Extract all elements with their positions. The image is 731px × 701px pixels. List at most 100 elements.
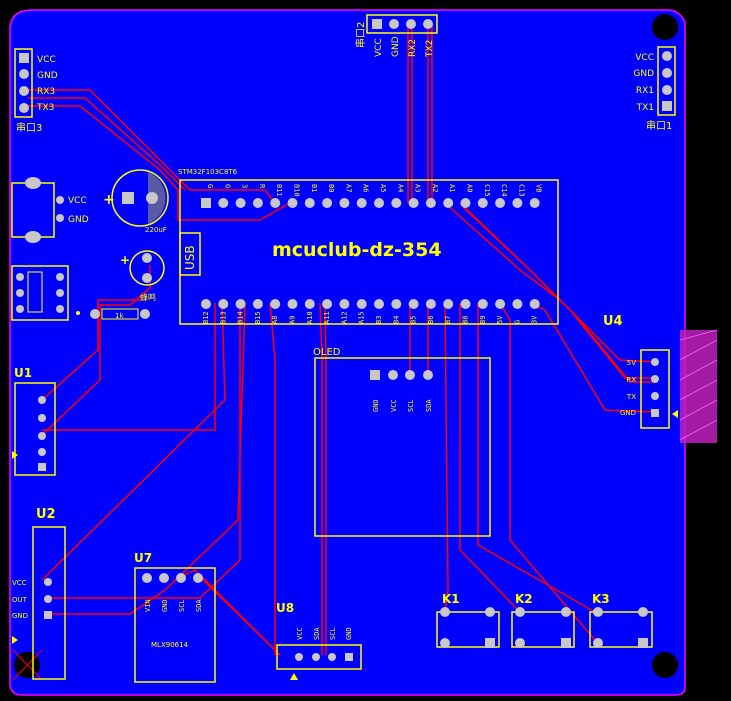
mcu-bottom-pin-label: 5V (496, 315, 504, 324)
mcu-top-pin-label: B0 (327, 184, 335, 192)
svg-text:+: + (103, 192, 115, 208)
mcu-bottom-pin-label: A11 (323, 311, 331, 324)
buzzer: + 蜂鸣 (120, 250, 165, 302)
mcu-top-pin-pad (287, 198, 298, 208)
mcu-bottom-pin-pad (270, 299, 281, 309)
buzzer-label: 蜂鸣 (140, 292, 156, 302)
power-jack: VCC GND (11, 177, 89, 243)
mcu-bottom-pin-pad (374, 299, 384, 309)
u8-pin-3: GND (345, 627, 353, 640)
mcu-bottom-pin-pad (391, 299, 402, 309)
mcu-top-pin-label: C15 (483, 184, 491, 197)
u4-pin-3: GND (620, 409, 636, 417)
uart3-pin-3: TX3 (36, 103, 54, 113)
u8-pin-0: VCC (296, 627, 304, 640)
power-vcc-label: VCC (68, 196, 87, 206)
module-oled: OLED GND VCC SCL SDA (313, 347, 491, 537)
module-u8: U8 VCC SDA SCL GND (276, 601, 362, 680)
u4-ref: U4 (603, 314, 623, 329)
mcu-bottom-pin-pad (252, 299, 263, 309)
board-outline (9, 9, 686, 696)
mcu-top-pin-pad (477, 198, 488, 208)
capacitor-label: 220uF (145, 226, 167, 234)
mcu-bottom-pin-label: B5 (410, 316, 418, 324)
mcu-top-pin-pad (443, 198, 454, 208)
mcu-top-pin-label: G (206, 184, 214, 188)
mcu-top-pin-pad (460, 198, 471, 208)
mcu-bottom-pin-label: B14 (237, 311, 245, 324)
mcu-bottom-pin-pad (339, 299, 350, 309)
mcu-top-pin-label: A4 (396, 184, 404, 192)
uart3-label: 串口3 (16, 122, 42, 134)
key-k2: K2 (511, 592, 575, 648)
oled-pin-0: GND (372, 399, 380, 412)
mcu-top-pin-label: VB (535, 184, 543, 192)
mcu-top-pin-label: 3 (241, 184, 249, 188)
svg-text:+: + (120, 253, 130, 267)
mcu-top-pin-pad (270, 198, 281, 208)
mcu-top-pin-pad (252, 198, 263, 208)
key-k3-label: K3 (592, 592, 610, 606)
mcu-top-pin-pad (425, 198, 436, 208)
u7-pin-0: VIN (144, 599, 152, 612)
key-k1: K1 (436, 592, 500, 648)
key-k3: K3 (589, 592, 653, 648)
mcu-top-pin-label: A2 (431, 184, 439, 192)
u2-ref: U2 (36, 507, 56, 522)
mcu-bottom-pin-label: B4 (392, 316, 400, 324)
u4-connector-housing (680, 330, 717, 443)
mcu-top-pin-pad (356, 198, 367, 208)
mcu-top-pin-label: G (223, 184, 231, 188)
u7-pin-1: GND (161, 599, 169, 612)
mcu-top-pin-pad (339, 198, 350, 208)
uart2-label: 串口2 (355, 22, 367, 48)
u8-pin-2: SCL (329, 627, 337, 640)
mcu-top-pin-label: R (258, 184, 266, 189)
mcu-bottom-pin-pad (495, 299, 506, 309)
key-k1-label: K1 (442, 592, 460, 606)
uart3-pin-0: VCC (37, 55, 56, 65)
mcu-bottom-pin-pad (408, 299, 419, 309)
uart1-pin-2: RX1 (636, 86, 654, 96)
module-u2: U2 VCC OUT GND (12, 507, 66, 680)
mcu-top-pin-pad (391, 198, 402, 208)
header-uart2: VCC GND RX2 TX2 串口2 (355, 14, 438, 58)
mcu-top-pin-pad (235, 198, 246, 208)
u7-name: MLX90614 (151, 641, 189, 649)
mcu-bottom-pin-label: B3 (375, 316, 383, 324)
module-u1: U1 (12, 366, 56, 476)
copper-tracks (28, 25, 657, 656)
u8-ref: U8 (276, 601, 294, 615)
mcu-top-pin-pad (218, 198, 229, 208)
mcu-top-pin-pad (512, 198, 523, 208)
mcu-top-pin-label: A3 (414, 184, 422, 192)
mcu-bottom-pin-pad (322, 299, 333, 309)
u8-pin-1: SDA (313, 627, 321, 640)
mcu-bottom-pin-label: A8 (271, 316, 279, 324)
mcu-bottom-pin-label: A10 (306, 311, 314, 324)
mcu-top-pin-label: B11 (275, 184, 283, 197)
mcu-bottom-pin-pad (460, 299, 471, 309)
module-u7: U7 VIN GND SCL SDA MLX90614 (134, 551, 216, 683)
power-switch (11, 265, 69, 321)
power-gnd-label: GND (68, 215, 89, 225)
mcu-bottom-pin-label: B15 (254, 311, 262, 324)
capacitor-220uf: + 220uF (103, 169, 169, 234)
mcu-bottom-pin-label: G (513, 320, 521, 324)
mcu-bottom-pin-label: A9 (289, 316, 297, 324)
mcu-bottom-pin-pad (201, 299, 211, 309)
u1-ref: U1 (14, 366, 32, 380)
mcu-top-pin-label: B1 (310, 184, 318, 192)
oled-ref: OLED (313, 347, 341, 358)
uart3-pin-1: GND (37, 71, 58, 81)
mcu-top-pin-label: A6 (362, 184, 370, 192)
mcu-bottom-pin-pad (425, 299, 436, 309)
mcu-bottom-pin-label: B8 (462, 316, 470, 324)
mcu-bottom-pin-label: 3V (531, 315, 539, 324)
module-u4: U4 5V RX TX GND (603, 314, 678, 429)
mcu-bottom-pin-pad (235, 299, 246, 309)
